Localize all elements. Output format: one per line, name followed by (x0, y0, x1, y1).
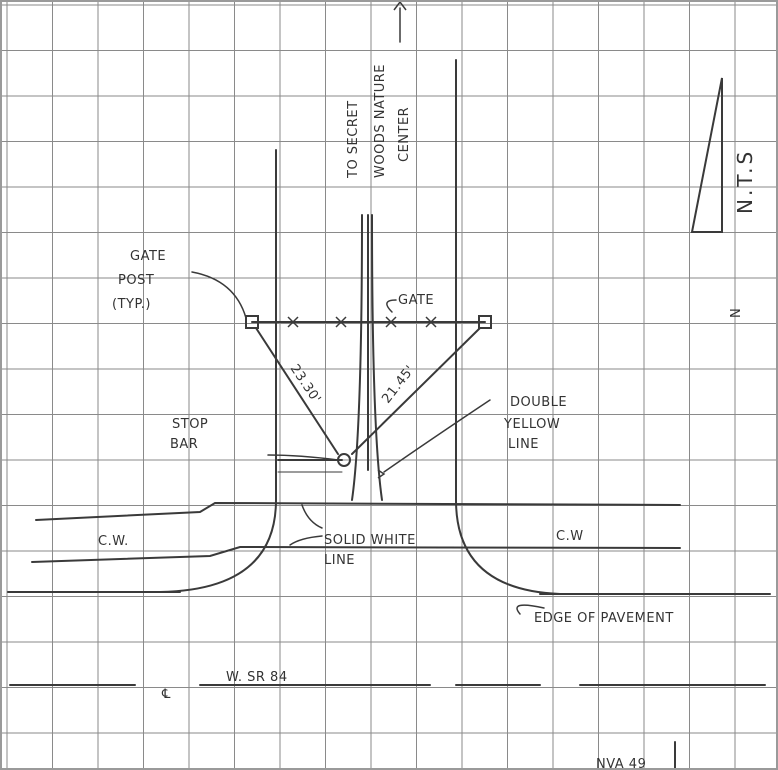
solid-white-leader-upper (301, 504, 323, 529)
gate-post-right-icon (478, 315, 492, 329)
drawing-text: TO SECRET WOODS NATURE CENTER N.T.S N GA… (98, 64, 757, 770)
curb-return-left (159, 499, 277, 593)
fence-x-icon (335, 316, 347, 328)
gate-post-label-line-3: (TYP.) (112, 297, 151, 312)
gate-leader (386, 299, 397, 313)
double-yellow-label-line-1: DOUBLE (510, 395, 567, 410)
centerline-symbol: ℄ (161, 687, 171, 702)
solid-white-leader-lower (289, 535, 323, 546)
stop-bar-label-line-1: STOP (172, 417, 208, 432)
double-yellow-right (371, 214, 383, 501)
gate-post-label-line-1: GATE (130, 249, 166, 264)
solid-white-label-line-2: LINE (324, 553, 355, 568)
fence-x-icon (425, 316, 437, 328)
road-name-label: W. SR 84 (226, 670, 288, 685)
gate-post-leader (191, 271, 247, 319)
gate-post-label-line-2: POST (118, 273, 154, 288)
gate-post-left-icon (245, 315, 259, 329)
north-label: N (729, 308, 744, 318)
dimension-line-right (351, 327, 481, 455)
crosswalk-label-right: C.W (556, 529, 584, 544)
road-note-line-2: WOODS NATURE (373, 64, 388, 178)
solid-white-label-line-1: SOLID WHITE (324, 533, 416, 548)
double-yellow-left (351, 214, 363, 501)
sheet-id: NVA 49 (596, 757, 646, 770)
fence-x-icon (287, 316, 299, 328)
road-note-line-1: TO SECRET (346, 100, 361, 179)
stop-bar-label-line-2: BAR (170, 437, 198, 452)
stop-bar-point-icon (337, 453, 351, 467)
road-note-line-3: CENTER (397, 107, 412, 162)
gate-label: GATE (398, 293, 434, 308)
double-yellow-label-line-3: LINE (508, 437, 539, 452)
drawing-linework (7, 7, 771, 770)
curb-return-right (455, 499, 561, 595)
crosswalk-line-upper (35, 501, 681, 521)
stop-bar-leader (267, 454, 339, 461)
edge-of-pavement-label: EDGE OF PAVEMENT (534, 611, 674, 626)
double-yellow-arrowhead-icon (377, 469, 386, 479)
scale-note: N.T.S (733, 149, 757, 214)
edge-leader (516, 604, 545, 615)
north-arrow-icon (690, 77, 723, 233)
crosswalk-label-left: C.W. (98, 534, 129, 549)
drawing-symbols (245, 0, 492, 479)
double-yellow-leader (383, 399, 491, 473)
double-yellow-label-line-2: YELLOW (503, 417, 560, 432)
fence-x-icon (385, 316, 397, 328)
dimension-line-left (255, 327, 339, 455)
crosswalk-line-lower (31, 545, 681, 563)
